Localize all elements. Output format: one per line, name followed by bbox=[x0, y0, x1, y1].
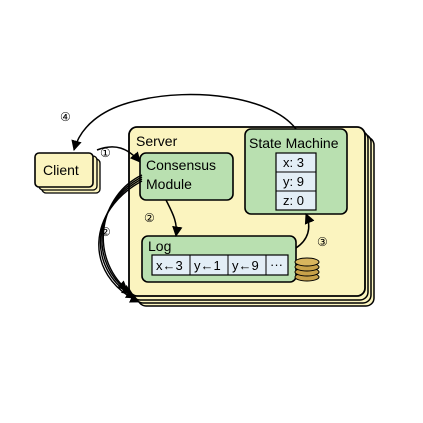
consensus-module-line1: Consensus bbox=[146, 157, 216, 173]
arrows-step-2-replication bbox=[98, 174, 143, 303]
consensus-module-line2: Module bbox=[146, 176, 192, 192]
log-entries-row bbox=[151, 254, 289, 276]
step-4-marker: ④ bbox=[60, 110, 71, 124]
log-entry-3: y←9 bbox=[232, 258, 259, 273]
log-entry-ellipsis: ··· bbox=[270, 257, 283, 272]
step-2-marker-internal: ② bbox=[144, 211, 155, 225]
client-label: Client bbox=[43, 162, 79, 178]
disk-storage-icon bbox=[294, 257, 320, 282]
state-machine-title: State Machine bbox=[249, 135, 339, 151]
arrow-step-2-internal bbox=[165, 199, 183, 238]
step-3-marker: ③ bbox=[317, 235, 328, 249]
state-machine-table bbox=[275, 152, 317, 211]
state-entry-x: x: 3 bbox=[283, 155, 304, 170]
log-entry-2: y←1 bbox=[194, 258, 221, 273]
state-entry-y: y: 9 bbox=[283, 174, 304, 189]
log-label: Log bbox=[148, 238, 171, 254]
state-entry-z: z: 0 bbox=[283, 193, 304, 208]
step-1-marker: ① bbox=[100, 146, 111, 160]
server-label: Server bbox=[136, 133, 178, 149]
arrow-step-1 bbox=[96, 146, 141, 163]
arrow-step-4 bbox=[71, 93, 297, 152]
arrow-step-3 bbox=[295, 213, 315, 249]
client-box bbox=[34, 152, 94, 188]
log-entry-1: x←3 bbox=[156, 258, 183, 273]
step-2-marker-replication: ② bbox=[100, 225, 111, 239]
